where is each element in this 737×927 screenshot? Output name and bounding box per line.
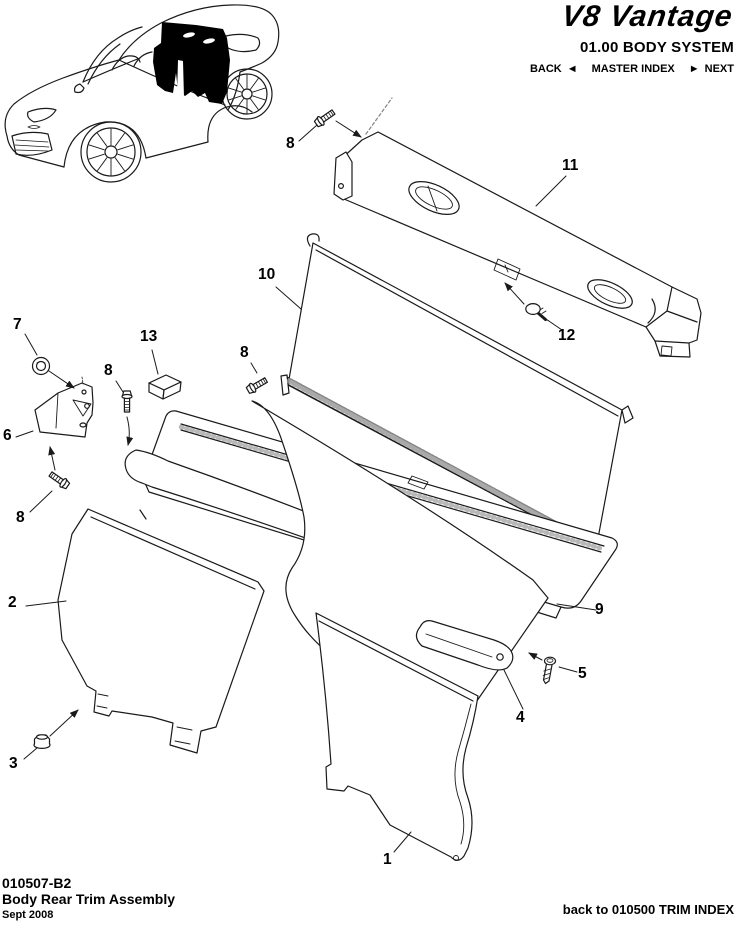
- revision-date: Sept 2008: [2, 909, 54, 921]
- next-arrow-icon: ►: [688, 63, 700, 75]
- nav-back-label: BACK: [529, 63, 562, 75]
- nut-3-glyph: [33, 734, 51, 749]
- callout-label: 9: [595, 601, 604, 618]
- callout-label: 1: [383, 851, 392, 868]
- part-2-left-trim-panel: [57, 508, 265, 754]
- callout-label: 11: [562, 157, 579, 174]
- bolt-8d-glyph: [244, 375, 270, 396]
- part-1-right-trim-panel: [315, 612, 479, 861]
- car-thumbnail: [4, 4, 280, 183]
- back-arrow-icon: ◄: [566, 63, 578, 75]
- washer-nut-7-glyph: [31, 356, 51, 376]
- callout-label: 8: [16, 509, 25, 526]
- brand-logo: V8 Vantage: [560, 0, 736, 33]
- callout-label: 5: [578, 665, 587, 682]
- part-6-mounting-bracket: [34, 376, 94, 438]
- callout-label: 8: [104, 362, 113, 379]
- nav-next-label: NEXT: [704, 63, 734, 75]
- front-wheel: [80, 121, 142, 183]
- rear-wheel: [221, 68, 273, 120]
- callout-label: 8: [286, 135, 295, 152]
- foam-block-13-glyph: [148, 374, 182, 400]
- callout-label: 8: [240, 344, 249, 361]
- callout-label: 3: [9, 755, 18, 772]
- screw-5-glyph: [542, 656, 557, 685]
- nav-next-link[interactable]: ► NEXT: [689, 63, 734, 75]
- bolt-8b-glyph: [47, 469, 72, 491]
- header-nav: BACK ◄ MASTER INDEX ► NEXT: [530, 63, 734, 75]
- callout-label: 2: [8, 594, 17, 611]
- section-title: 01.00 BODY SYSTEM: [579, 39, 734, 56]
- drawing-number: 010507-B2: [2, 875, 72, 891]
- trim-index-link[interactable]: back to 010500 TRIM INDEX: [562, 902, 734, 917]
- nav-back-link[interactable]: BACK ◄: [530, 63, 578, 75]
- drawing-title: Body Rear Trim Assembly: [2, 891, 175, 907]
- callout-label: 7: [13, 316, 22, 333]
- part-11-upper-rail: [333, 97, 702, 358]
- callout-label: 12: [558, 327, 576, 344]
- nav-master-index-link[interactable]: MASTER INDEX: [592, 63, 675, 75]
- part-4-lower-trim-strip: [415, 620, 514, 671]
- callout-label: 6: [3, 427, 12, 444]
- callout-label: 13: [140, 328, 158, 345]
- callout-leader-lines: [15, 120, 597, 853]
- callout-label: 4: [516, 709, 525, 726]
- nav-master-index-label: MASTER INDEX: [591, 63, 675, 75]
- highlighted-trim-area: [153, 22, 230, 104]
- bolt-8c-glyph: [121, 390, 133, 413]
- callout-label: 10: [258, 266, 276, 283]
